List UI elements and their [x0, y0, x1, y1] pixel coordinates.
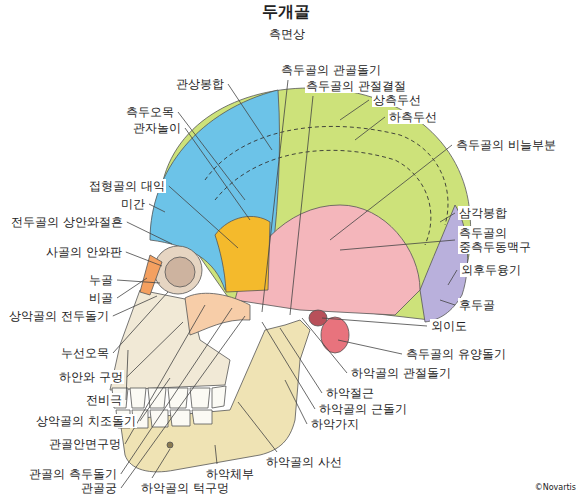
leader-line: [228, 84, 272, 150]
watermark: ©Novartis: [534, 483, 577, 493]
zygomatic-bone: [185, 293, 250, 335]
mental-foramen: [167, 442, 173, 448]
part-label: 하악골의 근돌기: [318, 402, 408, 416]
leader-line: [238, 402, 277, 452]
part-label: 외이도: [430, 319, 468, 333]
part-label: 관골궁: [80, 481, 118, 495]
part-label: 미간: [120, 197, 146, 211]
part-label: 하악가지: [310, 417, 360, 431]
leader-line: [127, 322, 183, 377]
part-label: 관골안면구멍: [48, 437, 122, 451]
leader-line: [117, 280, 160, 283]
leader-line: [117, 278, 147, 298]
leader-line: [126, 252, 162, 266]
inferior-temporal-line: [215, 150, 431, 245]
part-label: 사골의 안와판: [45, 245, 123, 259]
leader-line: [262, 80, 288, 312]
leader-line: [285, 380, 307, 424]
mandible: [120, 320, 310, 472]
part-label: 전비극: [85, 393, 123, 407]
leader-line: [169, 186, 238, 248]
part-label: 관자놀이: [132, 121, 182, 135]
orbit: [154, 246, 202, 294]
leader-line: [322, 318, 427, 326]
leader-line: [121, 316, 245, 488]
leader-line: [338, 340, 402, 354]
part-label: 관골의 측두돌기: [28, 467, 118, 481]
part-label: 관상봉합: [175, 77, 225, 91]
part-label: 측두골의 비늘부분: [455, 138, 557, 152]
leader-line: [185, 128, 250, 220]
part-label: 측두골의 중측두동맥구: [458, 226, 538, 254]
leader-line: [340, 100, 369, 120]
title: 두개골: [262, 3, 310, 21]
part-label: 접형골의 대익: [88, 179, 166, 193]
leader-line: [113, 296, 157, 316]
part-label: 누선오목: [60, 346, 110, 360]
leader-line: [340, 240, 455, 250]
part-label: 측두골의 유양돌기: [405, 347, 507, 361]
leader-line: [355, 117, 385, 140]
part-label: 하안와 구멍: [58, 370, 124, 384]
leader-line: [440, 300, 455, 305]
leader-line: [126, 350, 128, 400]
part-label: 후두골: [458, 298, 496, 312]
part-label: 상악골의 치조돌기: [35, 414, 137, 428]
part-label: 하악골의 턱구멍: [140, 481, 230, 495]
leader-line: [113, 292, 168, 353]
leader-line: [215, 445, 217, 464]
orbit-inner: [165, 257, 195, 287]
part-label: 상악골의 전두돌기: [8, 309, 110, 323]
leader-line: [125, 305, 205, 444]
leader-line: [149, 204, 165, 212]
part-label: 하악골의 사선: [265, 455, 343, 469]
leader-line: [127, 222, 172, 244]
leader-line: [140, 378, 170, 421]
part-label: 삼각봉합: [458, 206, 508, 220]
leader-line: [152, 449, 170, 478]
part-label: 상측두선: [372, 93, 422, 107]
leader-line: [330, 145, 452, 240]
part-label: 하악체부: [205, 467, 255, 481]
sphenoid-wing: [215, 216, 270, 292]
part-label: 측두오목: [125, 105, 175, 119]
leader-line: [302, 318, 347, 373]
leader-line: [262, 322, 315, 409]
subtitle: 측면상: [268, 27, 306, 41]
leader-line: [178, 112, 245, 200]
leader-line: [448, 270, 457, 285]
part-label: 측두골의 관골돌기: [280, 63, 382, 77]
nasal-bone: [140, 255, 162, 295]
part-label: 하악절근: [325, 386, 375, 400]
leader-line: [440, 213, 455, 222]
part-label: 하악골의 관절돌기: [350, 366, 452, 380]
part-label: 외후두융기: [460, 263, 522, 277]
leader-line: [290, 96, 313, 315]
part-label: 하측두선: [388, 110, 438, 124]
part-label: 비골: [88, 291, 114, 305]
part-label: 측두골의 관절결절: [305, 79, 407, 93]
leader-line: [121, 308, 232, 474]
part-label: 누골: [88, 273, 114, 287]
part-label: 전두골의 상안와절흔: [10, 215, 124, 229]
